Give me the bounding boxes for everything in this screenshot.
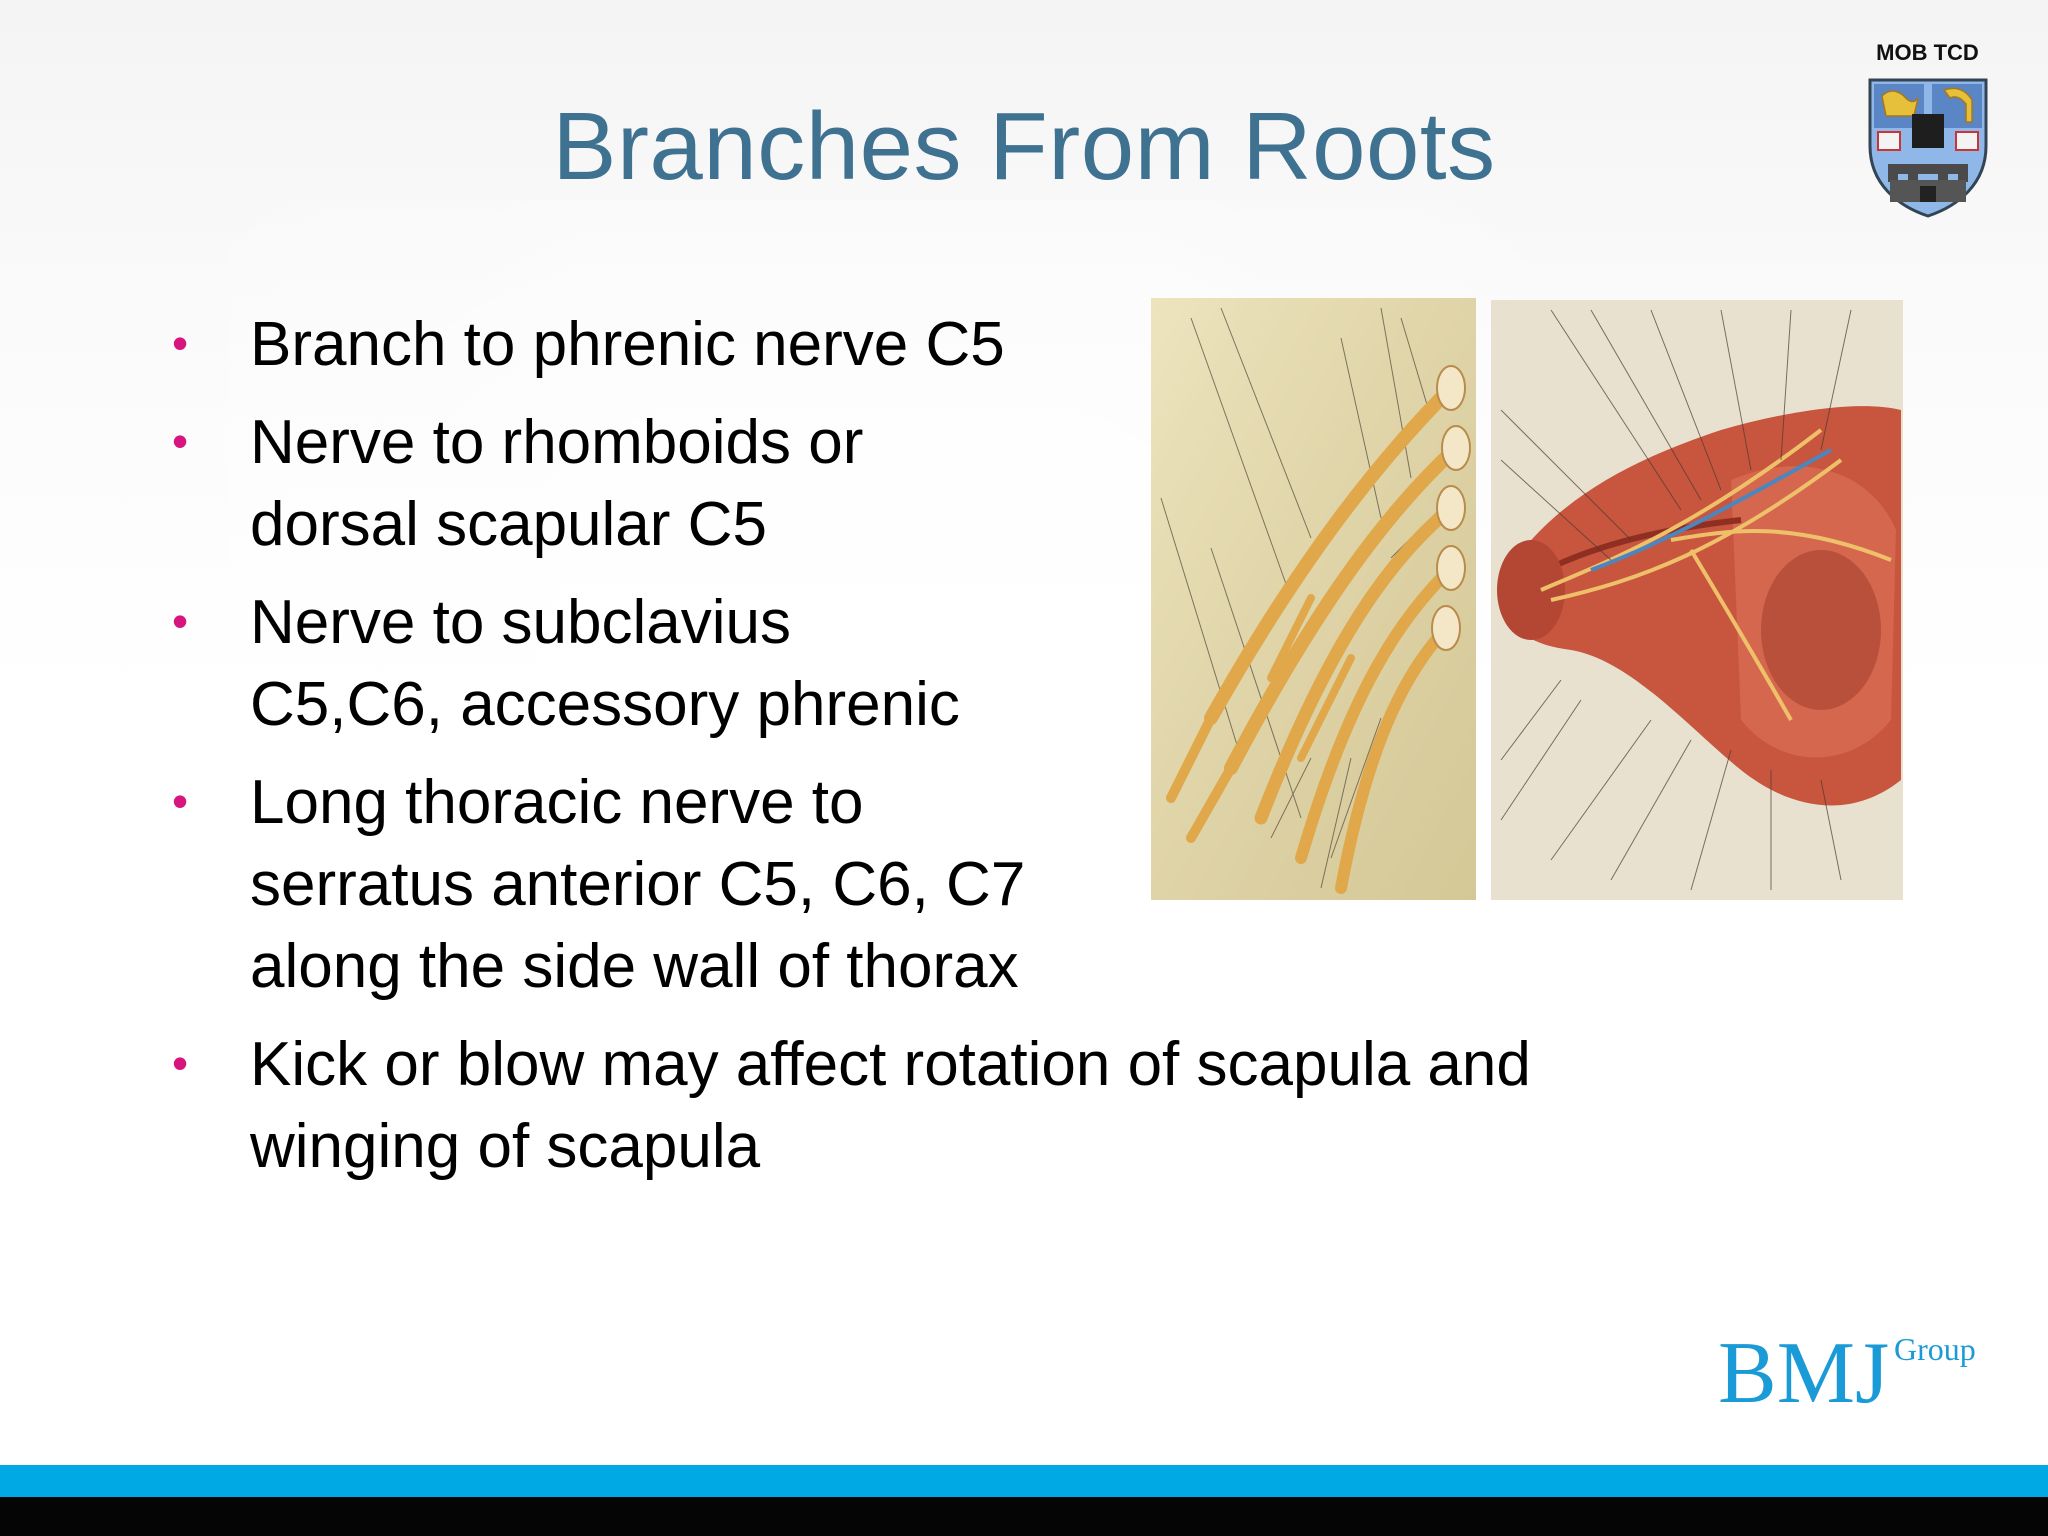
brachial-plexus-illustration	[1151, 298, 1476, 900]
institution-tag: MOB TCD	[1876, 40, 1979, 65]
bullet-line: Nerve to rhomboids or	[250, 408, 864, 477]
bullet-line: Branch to phrenic nerve C5	[250, 310, 1005, 379]
college-crest-icon	[1868, 78, 1988, 218]
bullet-line: serratus anterior C5, C6, C7	[250, 850, 1026, 919]
slide-title: Branches From Roots	[552, 93, 1496, 200]
bullet-marker: •	[172, 317, 189, 369]
bmj-logo-subtext: Group	[1894, 1331, 1976, 1367]
footer-bar-blue	[0, 1465, 2048, 1497]
bullet-marker: •	[172, 595, 189, 647]
footer-bar-black	[0, 1497, 2048, 1536]
bullet-line: along the side wall of thorax	[250, 932, 1019, 1001]
shoulder-muscles-illustration	[1491, 300, 1903, 900]
bullet-line: Nerve to subclavius	[250, 588, 792, 657]
bullet-line: C5,C6, accessory phrenic	[250, 670, 960, 739]
bullet-marker: •	[172, 1037, 189, 1089]
bullet-list: • Branch to phrenic nerve C5 • Nerve to …	[172, 304, 1732, 1204]
bmj-group-logo: BMJ Group	[1718, 1325, 1976, 1422]
bullet-marker: •	[172, 775, 189, 827]
bullet-marker: •	[172, 415, 189, 467]
bullet-line: winging of scapula	[250, 1112, 761, 1181]
bullet-item: • Nerve to subclavius C5,C6, accessory p…	[172, 582, 1732, 746]
bullet-item: • Kick or blow may affect rotation of sc…	[172, 1024, 1732, 1188]
bullet-line: Long thoracic nerve to	[250, 768, 864, 837]
bullet-line: Kick or blow may affect rotation of scap…	[250, 1030, 1531, 1099]
bullet-item: • Nerve to rhomboids or dorsal scapular …	[172, 402, 1732, 566]
bullet-line: dorsal scapular C5	[250, 490, 767, 559]
bullet-item: • Long thoracic nerve to serratus anteri…	[172, 762, 1732, 1008]
bmj-logo-text: BMJ	[1718, 1325, 1889, 1422]
bullet-item: • Branch to phrenic nerve C5	[172, 304, 1732, 386]
